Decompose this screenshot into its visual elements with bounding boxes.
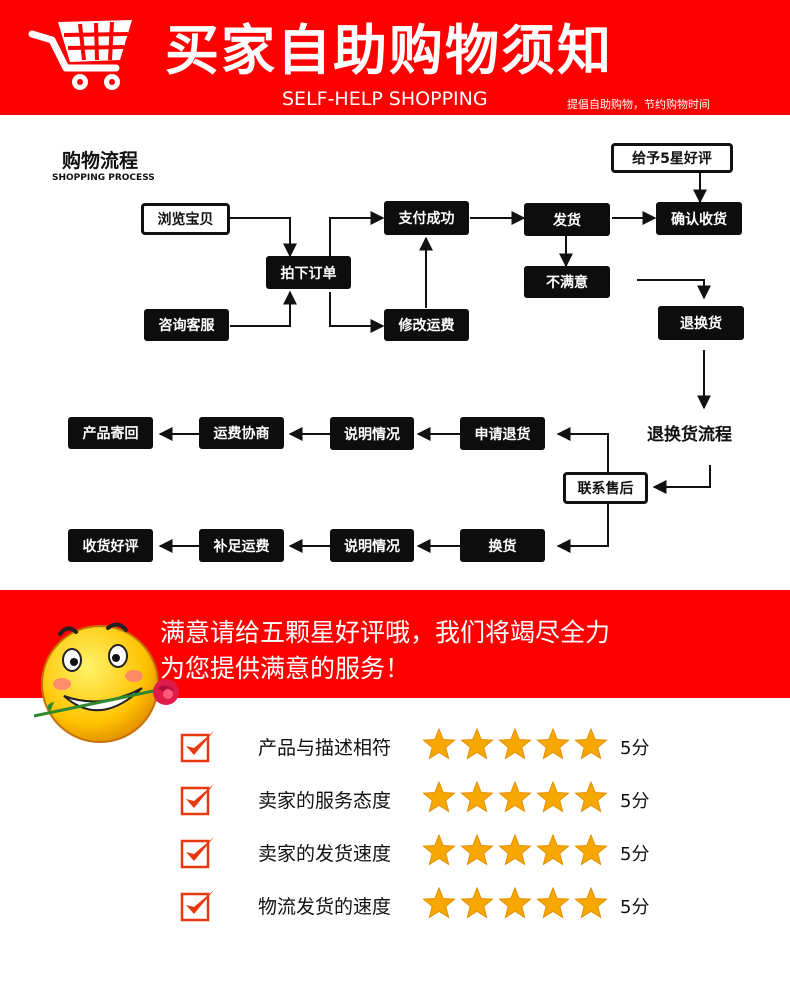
star-icon: [498, 834, 532, 866]
star-icon: [574, 887, 608, 919]
star-rating: [422, 887, 612, 921]
star-icon: [536, 887, 570, 919]
star-icon: [498, 887, 532, 919]
shopping-cart-icon: [28, 20, 132, 90]
rating-label: 卖家的服务态度: [258, 790, 392, 812]
star-icon: [498, 728, 532, 760]
rating-row: 卖家的发货速度 5分: [180, 832, 680, 872]
checkmark-icon: [180, 837, 214, 869]
checkmark-icon: [180, 731, 214, 763]
process-title: 购物流程: [62, 150, 139, 172]
star-icon: [422, 781, 456, 813]
star-icon: [536, 781, 570, 813]
node-order: 拍下订单: [266, 256, 351, 289]
node-exchange: 换货: [460, 529, 545, 562]
star-icon: [574, 781, 608, 813]
star-icon: [536, 834, 570, 866]
page-title: 买家自助购物须知: [165, 19, 613, 82]
process-subtitle: SHOPPING PROCESS: [52, 173, 155, 183]
rating-label: 物流发货的速度: [258, 896, 392, 918]
star-icon: [460, 781, 494, 813]
node-explain-2: 说明情况: [330, 529, 414, 562]
node-pay-success: 支付成功: [384, 201, 469, 235]
star-rating: [422, 728, 612, 762]
star-icon: [422, 887, 456, 919]
rating-label: 卖家的发货速度: [258, 843, 392, 865]
header-slogan: 提倡自助购物，节约购物时间: [567, 98, 710, 111]
node-give-review: 给予5星好评: [611, 143, 733, 173]
node-return-exchange: 退换货: [658, 306, 744, 340]
node-unsatisfied: 不满意: [524, 266, 610, 298]
node-explain-1: 说明情况: [330, 417, 414, 450]
star-icon: [422, 728, 456, 760]
node-receive-review: 收货好评: [68, 529, 153, 562]
star-icon: [574, 834, 608, 866]
rating-label: 产品与描述相符: [258, 737, 392, 759]
rating-row: 卖家的服务态度 5分: [180, 779, 680, 819]
node-modify-freight: 修改运费: [384, 309, 469, 341]
node-apply-return: 申请退货: [460, 417, 545, 450]
node-contact-service: 联系售后: [563, 472, 648, 504]
rating-score: 5分: [620, 791, 650, 812]
rating-score: 5分: [620, 844, 650, 865]
banner-line-1: 满意请给五颗星好评哦，我们将竭尽全力: [160, 618, 611, 647]
star-rating: [422, 834, 612, 868]
smiley-with-rose-icon: [33, 622, 179, 743]
node-product-return: 产品寄回: [68, 417, 153, 449]
header-bar: [0, 0, 790, 115]
process-flow-connectors: [158, 170, 711, 553]
star-icon: [460, 728, 494, 760]
star-rating: [422, 781, 612, 815]
star-icon: [536, 728, 570, 760]
rating-row: 产品与描述相符 5分: [180, 726, 680, 766]
rating-score: 5分: [620, 738, 650, 759]
node-consult: 咨询客服: [144, 309, 229, 341]
rating-score: 5分: [620, 897, 650, 918]
page-subtitle: SELF-HELP SHOPPING: [282, 88, 488, 110]
node-ship: 发货: [524, 203, 610, 236]
rating-row: 物流发货的速度 5分: [180, 885, 680, 925]
node-add-freight: 补足运费: [199, 529, 284, 562]
star-icon: [460, 887, 494, 919]
star-icon: [460, 834, 494, 866]
star-icon: [574, 728, 608, 760]
node-return-flow: 退换货流程: [647, 425, 732, 445]
checkmark-icon: [180, 784, 214, 816]
node-negotiate-freight: 运费协商: [199, 417, 284, 449]
node-confirm: 确认收货: [656, 202, 742, 235]
banner-line-2: 为您提供满意的服务！: [160, 654, 411, 683]
star-icon: [422, 834, 456, 866]
checkmark-icon: [180, 890, 214, 922]
node-browse: 浏览宝贝: [141, 203, 230, 235]
star-icon: [498, 781, 532, 813]
